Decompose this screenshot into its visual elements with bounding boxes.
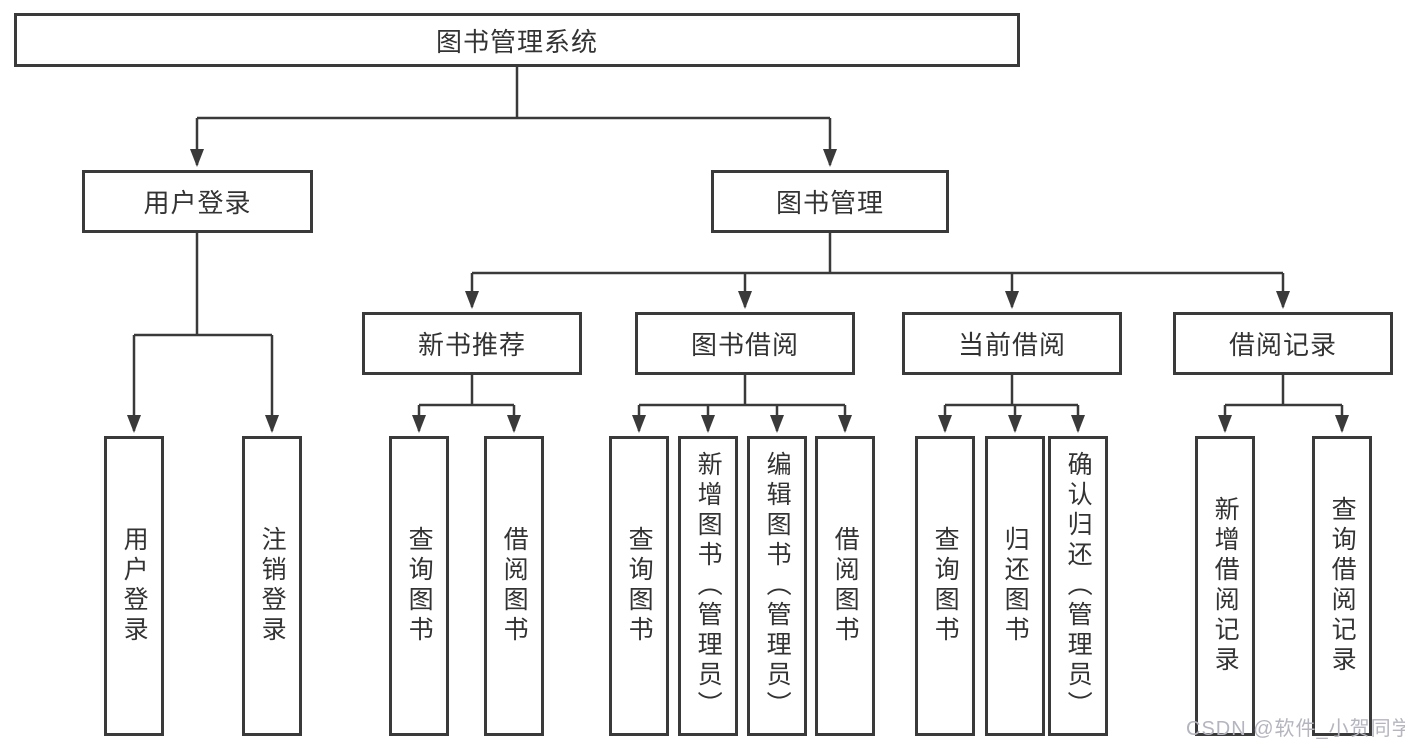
leaf-add-book-admin-label: 新增图书（管理员） bbox=[694, 451, 723, 721]
node-root: 图书管理系统 bbox=[14, 13, 1020, 67]
node-book-borrowing-label: 图书借阅 bbox=[690, 330, 799, 360]
node-current-borrowing: 当前借阅 bbox=[902, 312, 1122, 375]
leaf-borrow-books-recommend-label: 借阅图书 bbox=[500, 526, 529, 646]
node-new-book-recommend-label: 新书推荐 bbox=[417, 330, 526, 360]
leaf-query-borrow-record: 查询借阅记录 bbox=[1312, 436, 1372, 736]
leaf-query-books-borrowing: 查询图书 bbox=[609, 436, 669, 736]
leaf-query-books-current: 查询图书 bbox=[915, 436, 975, 736]
node-current-borrowing-label: 当前借阅 bbox=[957, 330, 1066, 360]
leaf-query-books-current-label: 查询图书 bbox=[931, 526, 960, 646]
leaf-borrow-books-recommend: 借阅图书 bbox=[484, 436, 544, 736]
leaf-user-login-label: 用户登录 bbox=[120, 526, 149, 646]
leaf-user-login: 用户登录 bbox=[104, 436, 164, 736]
node-root-label: 图书管理系统 bbox=[435, 26, 598, 57]
leaf-borrow-books-borrowing-label: 借阅图书 bbox=[831, 526, 860, 646]
leaf-edit-book-admin: 编辑图书（管理员） bbox=[747, 436, 807, 736]
node-user-login: 用户登录 bbox=[82, 170, 313, 233]
leaf-borrow-books-borrowing: 借阅图书 bbox=[815, 436, 875, 736]
leaf-edit-book-admin-label: 编辑图书（管理员） bbox=[763, 451, 792, 721]
leaf-confirm-return-admin: 确认归还（管理员） bbox=[1048, 436, 1108, 736]
leaf-add-borrow-record-label: 新增借阅记录 bbox=[1211, 496, 1240, 676]
leaf-return-book: 归还图书 bbox=[985, 436, 1045, 736]
leaf-return-book-label: 归还图书 bbox=[1001, 526, 1030, 646]
leaf-query-borrow-record-label: 查询借阅记录 bbox=[1328, 496, 1357, 676]
leaf-query-books-recommend-label: 查询图书 bbox=[405, 526, 434, 646]
leaf-query-books-recommend: 查询图书 bbox=[389, 436, 449, 736]
node-user-login-label: 用户登录 bbox=[143, 188, 252, 218]
node-book-management-label: 图书管理 bbox=[775, 188, 884, 218]
leaf-add-borrow-record: 新增借阅记录 bbox=[1195, 436, 1255, 736]
node-borrow-records: 借阅记录 bbox=[1173, 312, 1393, 375]
leaf-confirm-return-admin-label: 确认归还（管理员） bbox=[1064, 451, 1093, 721]
leaf-add-book-admin: 新增图书（管理员） bbox=[678, 436, 738, 736]
leaf-logout-label: 注销登录 bbox=[258, 526, 287, 646]
node-borrow-records-label: 借阅记录 bbox=[1228, 330, 1337, 360]
node-book-borrowing: 图书借阅 bbox=[635, 312, 855, 375]
leaf-logout: 注销登录 bbox=[242, 436, 302, 736]
node-new-book-recommend: 新书推荐 bbox=[362, 312, 582, 375]
leaf-query-books-borrowing-label: 查询图书 bbox=[625, 526, 654, 646]
node-book-management: 图书管理 bbox=[711, 170, 949, 233]
csdn-watermark: CSDN @软件_小贺同学 bbox=[1186, 718, 1405, 740]
